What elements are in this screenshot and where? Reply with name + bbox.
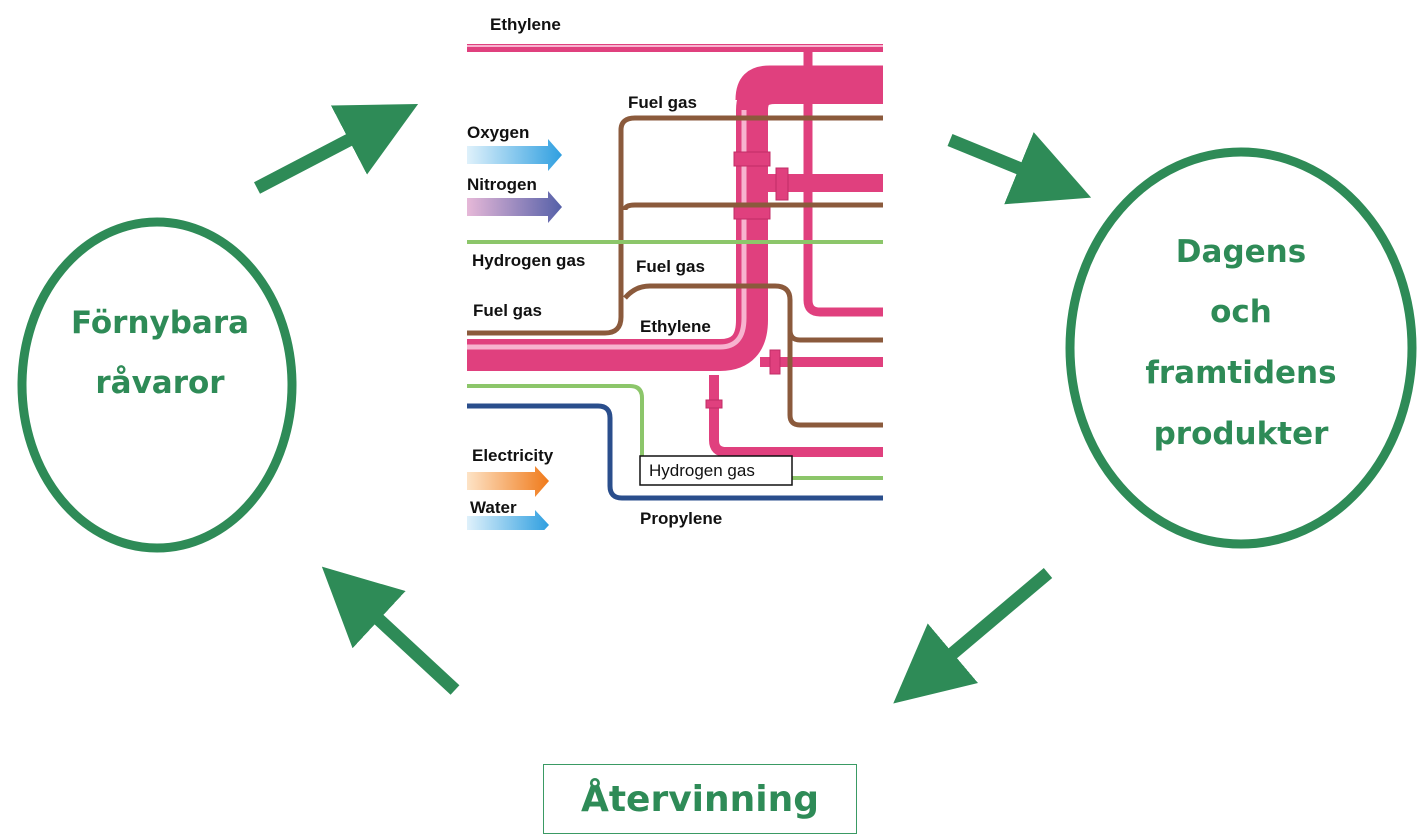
nitrogen-arrow: [467, 191, 562, 223]
label-hydrogen-gas-box: Hydrogen gas: [649, 461, 755, 480]
right-node-label-line3: framtidens: [1145, 355, 1336, 391]
label-water: Water: [470, 498, 517, 517]
arrow-bottom-to-left: [321, 566, 460, 695]
fuel-gas-pipe-upper: [467, 115, 883, 336]
arrow-right-to-bottom: [893, 568, 1053, 704]
label-hydrogen-gas-left: Hydrogen gas: [472, 251, 585, 270]
plant-piping-diagram: [467, 44, 883, 560]
right-node-label-line2: och: [1210, 294, 1272, 330]
label-fuel-gas-top: Fuel gas: [628, 93, 697, 112]
bottom-node-label: Återvinning: [580, 779, 820, 820]
label-electricity: Electricity: [472, 446, 554, 465]
fuel-gas-pipe-mid: [623, 283, 883, 343]
label-ethylene-top: Ethylene: [490, 15, 561, 34]
left-node-label-line1: Förnybara: [71, 305, 249, 341]
ethylene-right-loop: [803, 48, 883, 317]
left-node-label-line2: råvaror: [95, 365, 225, 401]
label-nitrogen: Nitrogen: [467, 175, 537, 194]
label-oxygen: Oxygen: [467, 123, 529, 142]
label-propylene: Propylene: [640, 509, 722, 528]
electricity-arrow: [467, 466, 549, 497]
label-ethylene-mid: Ethylene: [640, 317, 711, 336]
oxygen-arrow: [467, 139, 562, 171]
left-node-ellipse: [17, 217, 297, 553]
label-fuel-gas-left: Fuel gas: [473, 301, 542, 320]
right-node-label-line4: produkter: [1154, 416, 1329, 452]
propylene-pipe: [467, 403, 883, 501]
hydrogen-gas-box: [639, 455, 793, 486]
bottom-node-box: Återvinning: [543, 764, 857, 834]
right-node-label-line1: Dagens: [1176, 234, 1306, 270]
right-node-ellipse: [1065, 147, 1417, 549]
arrow-left-to-plant: [253, 103, 419, 194]
label-fuel-gas-mid: Fuel gas: [636, 257, 705, 276]
arrow-plant-to-right: [947, 132, 1092, 205]
